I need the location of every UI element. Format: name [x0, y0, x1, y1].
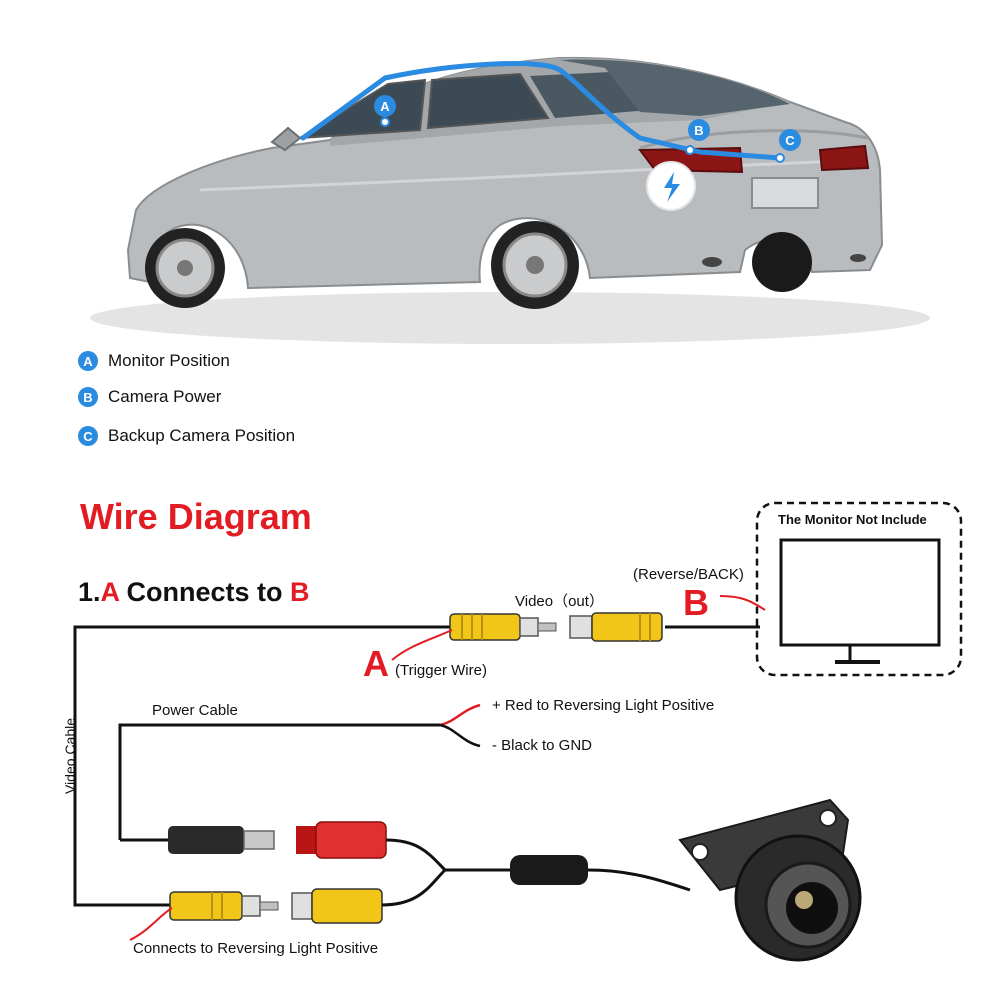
- step-prefix: 1.: [78, 577, 101, 607]
- black-wire-label: - Black to GND: [492, 737, 593, 754]
- legend-label: Monitor Position: [108, 351, 230, 370]
- legend-item-camera-power: B Camera Power: [78, 387, 221, 407]
- legend-label: Camera Power: [108, 387, 222, 406]
- marker-c-badge: C: [779, 129, 801, 151]
- legend-label: Backup Camera Position: [108, 426, 296, 445]
- legend-badge-c: C: [78, 426, 98, 446]
- wire-diagram-title: Wire Diagram: [80, 496, 312, 537]
- step-b: B: [290, 577, 310, 607]
- video-out-label: Video（out）: [515, 593, 604, 610]
- backup-camera-icon: [678, 798, 862, 962]
- trigger-wire-label: (Trigger Wire): [395, 662, 487, 679]
- reversing-light-label: Connects to Reversing Light Positive: [133, 940, 379, 957]
- marker-a-badge: A: [374, 95, 396, 117]
- power-cable-label: Power Cable: [152, 702, 238, 719]
- monitor-note: The Monitor Not Include: [778, 512, 927, 527]
- step-middle: Connects to: [119, 577, 291, 607]
- video-cable-label: Video Cable: [62, 717, 79, 795]
- legend-item-backup-camera-position: C Backup Camera Position: [78, 426, 295, 446]
- step-a: A: [100, 577, 120, 607]
- red-wire-label: + Red to Reversing Light Positive: [492, 697, 715, 714]
- legend-badge-b: B: [78, 387, 98, 407]
- b-letter: B: [683, 582, 709, 623]
- a-letter: A: [363, 643, 389, 684]
- step-title: 1.A Connects to B: [78, 577, 310, 608]
- marker-b-badge: B: [688, 119, 710, 141]
- legend-badge-a: A: [78, 351, 98, 371]
- legend-item-monitor-position: A Monitor Position: [78, 351, 230, 371]
- reverse-label: (Reverse/BACK): [633, 566, 744, 583]
